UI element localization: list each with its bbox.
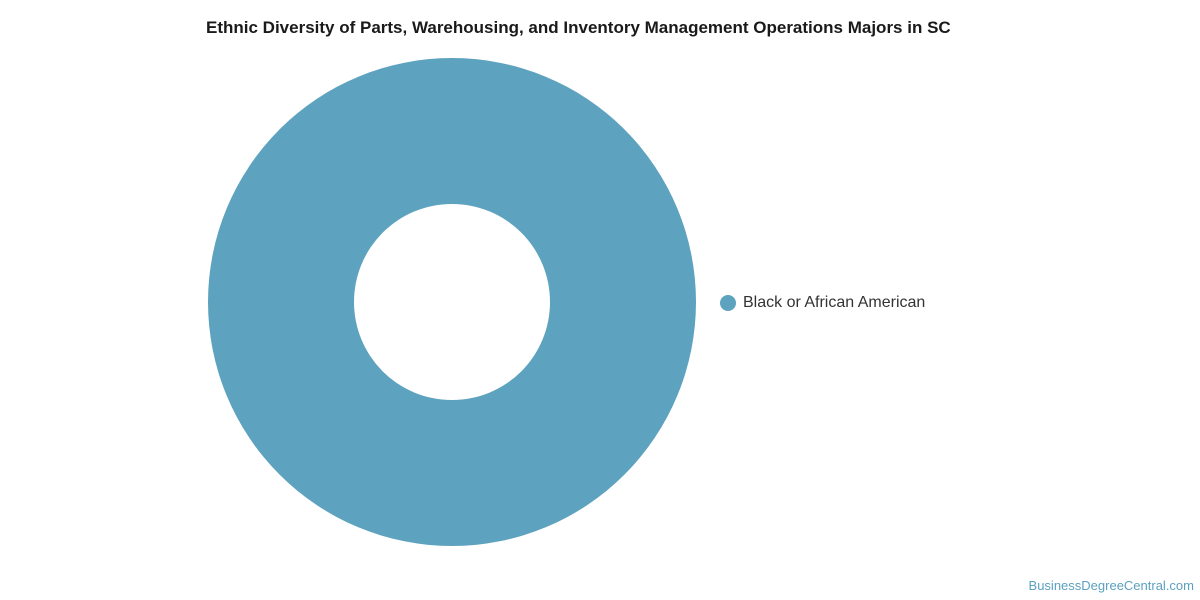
legend-swatch-black-or-african-american bbox=[720, 295, 736, 311]
donut-slice-black-or-african-american[interactable] bbox=[208, 58, 696, 546]
chart-title: Ethnic Diversity of Parts, Warehousing, … bbox=[206, 18, 951, 37]
watermark-link[interactable]: BusinessDegreeCentral.com bbox=[1028, 578, 1194, 593]
legend-label-black-or-african-american: Black or African American bbox=[743, 294, 926, 311]
legend: Black or African American bbox=[720, 292, 925, 314]
